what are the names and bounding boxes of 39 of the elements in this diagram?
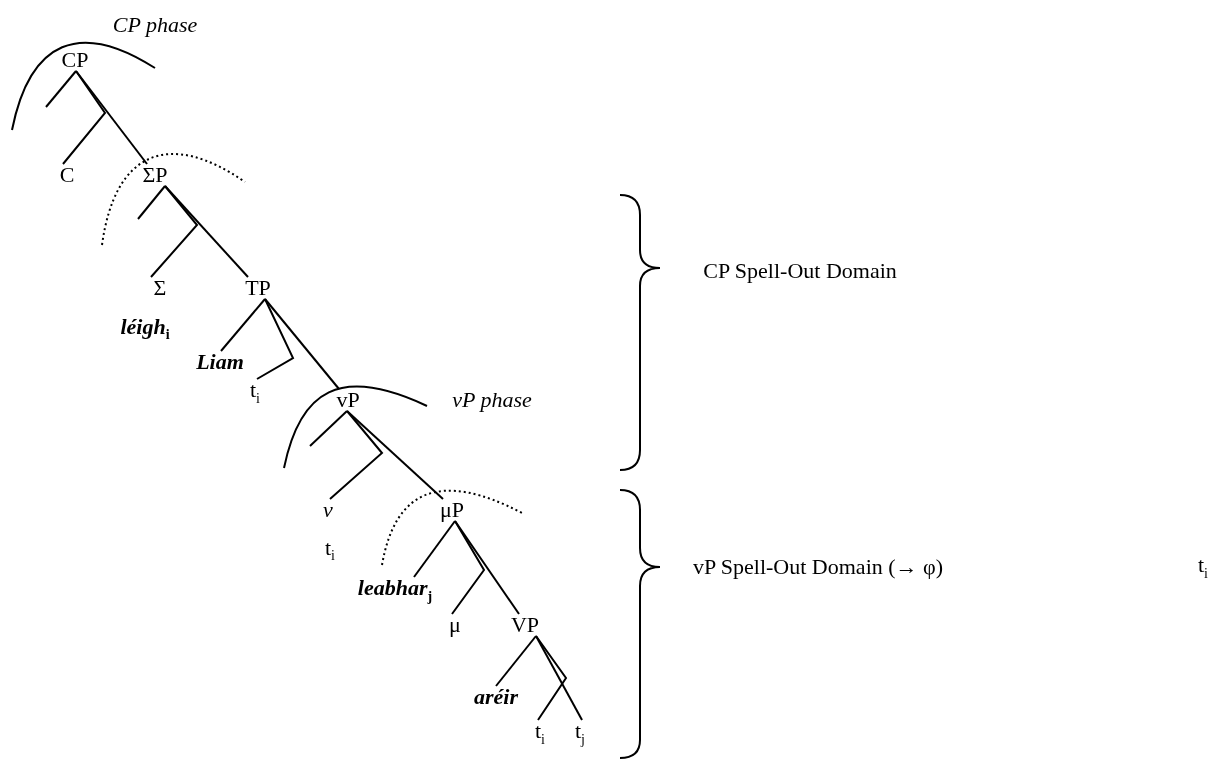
trace-label: t$_{i}$ (325, 536, 335, 564)
category-label: C (59, 162, 75, 188)
trace-label: t$_{i}$ (1198, 553, 1208, 581)
category-label: Σ (153, 276, 167, 301)
tree-branch-line (309, 410, 348, 447)
category-label: vP (336, 387, 360, 413)
trace-label: t$_{j}$ (575, 719, 585, 747)
category-label: TP (245, 275, 271, 301)
tree-branch-line (346, 410, 444, 500)
domain-label: vP Spell-Out Domain (→ φ) (692, 554, 944, 580)
category-label: VP (510, 612, 540, 638)
tree-branch-line (256, 298, 295, 380)
domain-label: CP Spell-Out Domain (703, 258, 897, 284)
tree-branch-line (264, 298, 340, 390)
tree-branch-line (329, 410, 384, 500)
word-label: Liam (196, 349, 244, 375)
tree-branch-line (220, 298, 266, 352)
trace-label: t$_{i}$ (535, 719, 545, 747)
tree-branch-line (75, 70, 148, 165)
tree-branch-line (137, 185, 166, 220)
category-label: μP (440, 497, 464, 523)
category-label: CP (61, 47, 89, 73)
tree-branch-line (413, 520, 456, 578)
word-label: leabhar$_{j}$ (357, 576, 433, 604)
category-label: v (323, 498, 333, 523)
category-label: μ (449, 612, 461, 638)
tree-branch-line (164, 185, 249, 278)
trace-label: t$_{i}$ (250, 378, 260, 406)
tree-branch-line (454, 520, 520, 615)
tree-branch-line (45, 70, 77, 108)
tree-branch-line (535, 635, 568, 721)
word-label: léigh$_{i}$ (120, 315, 170, 343)
phase-label: vP phase (452, 387, 532, 413)
category-label: ΣP (142, 162, 168, 188)
word-label: aréir (474, 684, 518, 710)
tree-branch-line (535, 635, 583, 721)
tree-branch-line (451, 520, 486, 615)
tree-branch-line (495, 635, 537, 687)
phase-label: CP phase (112, 12, 198, 38)
